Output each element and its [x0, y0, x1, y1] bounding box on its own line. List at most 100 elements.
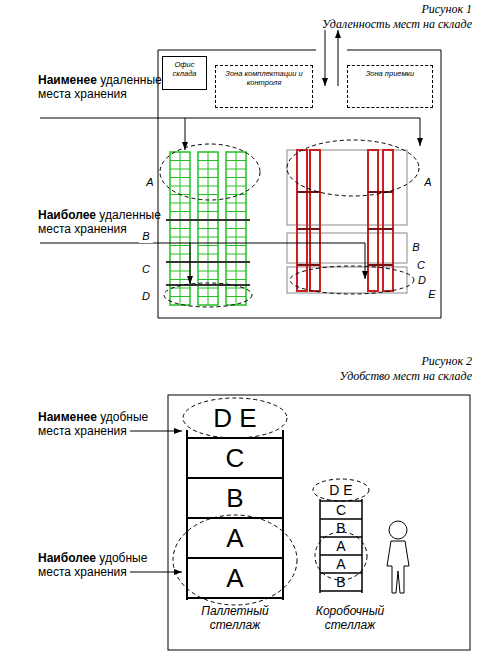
- drawing-stroke: [282, 430, 284, 600]
- drawing-stroke: [187, 517, 283, 519]
- office-box: Офис склада: [162, 56, 207, 90]
- leader-line: [40, 118, 420, 284]
- rack-rung: [226, 203, 246, 204]
- figure-subtitle: Удобство мест на складе: [252, 369, 472, 384]
- figure-frame: [168, 395, 470, 650]
- rack-rung: [198, 279, 218, 280]
- drawing-stroke: [361, 499, 363, 593]
- zone-letter: A: [421, 175, 435, 189]
- drawing-stroke: [287, 150, 407, 225]
- drawing-stroke: [185, 118, 186, 150]
- rack-rung: [226, 237, 246, 238]
- zone-letter: D: [139, 289, 153, 303]
- drawing-stroke: [368, 191, 393, 193]
- leader-label: Наименее удаленные места хранения: [38, 73, 170, 101]
- drawing-stroke: [319, 499, 321, 593]
- rack-frame: [226, 152, 246, 305]
- drawing-stroke: [389, 521, 407, 539]
- drawing-stroke: [130, 572, 182, 573]
- rack-letter: D E: [321, 482, 361, 498]
- rack-letter: A: [326, 556, 356, 572]
- rack-rung: [170, 211, 190, 212]
- zone-name: Зона комплектации и контроля: [218, 69, 310, 87]
- drawing-stroke: [40, 243, 365, 244]
- rack-frame: [170, 152, 190, 305]
- rack-name: Паллетный стеллаж: [194, 604, 276, 632]
- rack-rung: [170, 186, 190, 187]
- rack-divider: [166, 220, 250, 285]
- rack-rung: [226, 254, 246, 255]
- leader-label: Наименее удобные места хранения: [38, 410, 168, 438]
- drawing-stroke: [290, 266, 414, 294]
- zone-letter: E: [426, 287, 438, 301]
- zone-name: Офис склада: [165, 60, 204, 78]
- drawing-stroke: [186, 430, 188, 600]
- rack-rung: [170, 237, 190, 238]
- red-rack-divider: [297, 192, 393, 265]
- rack-name: Коробочный стеллаж: [309, 604, 391, 632]
- rack-rung: [170, 245, 190, 246]
- zone-letter: A: [143, 175, 157, 189]
- box-rack: [320, 499, 362, 593]
- drawing-stroke: [297, 228, 320, 230]
- zone-box: Зона комплектации и контроля: [215, 65, 313, 108]
- drawing-stroke: [320, 590, 362, 592]
- rack-rung: [226, 279, 246, 280]
- rack-letter: B: [326, 574, 356, 590]
- rack-rung: [170, 271, 190, 272]
- drawing-stroke: [320, 554, 362, 556]
- rack-rung: [226, 228, 246, 229]
- rack-rung: [226, 245, 246, 246]
- zone-box: Зона приемки: [347, 65, 433, 108]
- rack-rung: [170, 254, 190, 255]
- drawing-stroke: [40, 118, 420, 119]
- drawing-stroke: [368, 228, 393, 230]
- person-figure: [387, 521, 409, 593]
- rack-rung: [226, 160, 246, 161]
- rack-rung: [198, 296, 218, 297]
- rack-rung: [170, 203, 190, 204]
- rack-rung: [226, 271, 246, 272]
- drawing-stroke: [166, 219, 250, 221]
- rack-rung: [198, 288, 218, 289]
- leader-label: Наиболее удобные места хранения: [38, 551, 168, 579]
- drawing-stroke: [320, 572, 362, 574]
- rack-letter: A: [205, 563, 265, 593]
- zone-letter: B: [139, 229, 153, 243]
- drawing-stroke: [190, 243, 191, 284]
- drawing-stroke: [173, 515, 297, 605]
- drawing-stroke: [387, 541, 409, 593]
- rack-rung: [198, 160, 218, 161]
- rack-letter: A: [205, 523, 265, 553]
- rack-letter: C: [326, 502, 356, 518]
- rack-rung: [198, 254, 218, 255]
- rack-rung: [198, 228, 218, 229]
- zone-letter: C: [415, 258, 427, 272]
- green-rack: [170, 152, 246, 305]
- rack-letter: B: [326, 520, 356, 536]
- drawing-stroke: [297, 264, 320, 266]
- zone-letter: B: [409, 240, 423, 254]
- drawing-stroke: [287, 140, 419, 196]
- drawing-stroke: [287, 233, 407, 263]
- drawing-stroke: [164, 283, 252, 307]
- rack-rung: [198, 177, 218, 178]
- zone-letter: D: [416, 273, 428, 287]
- rack-rung: [170, 279, 190, 280]
- zone-name: Зона приемки: [366, 69, 415, 78]
- drawing-stroke: [166, 261, 250, 263]
- drawing-stroke: [130, 431, 182, 432]
- rack-rung: [226, 194, 246, 195]
- zone-band: [287, 150, 407, 293]
- drawing-stroke: [368, 150, 378, 291]
- rack-rung: [170, 160, 190, 161]
- rack-rung: [198, 245, 218, 246]
- gate-arrow: [338, 30, 339, 86]
- rack-rung: [226, 211, 246, 212]
- rack-rung: [198, 194, 218, 195]
- drawing-stroke: [420, 118, 421, 146]
- zone-letter: C: [139, 262, 153, 276]
- drawing-stroke: [365, 243, 366, 279]
- rack-letter: A: [326, 538, 356, 554]
- figure-subtitle: Удаленность мест на складе: [252, 17, 472, 32]
